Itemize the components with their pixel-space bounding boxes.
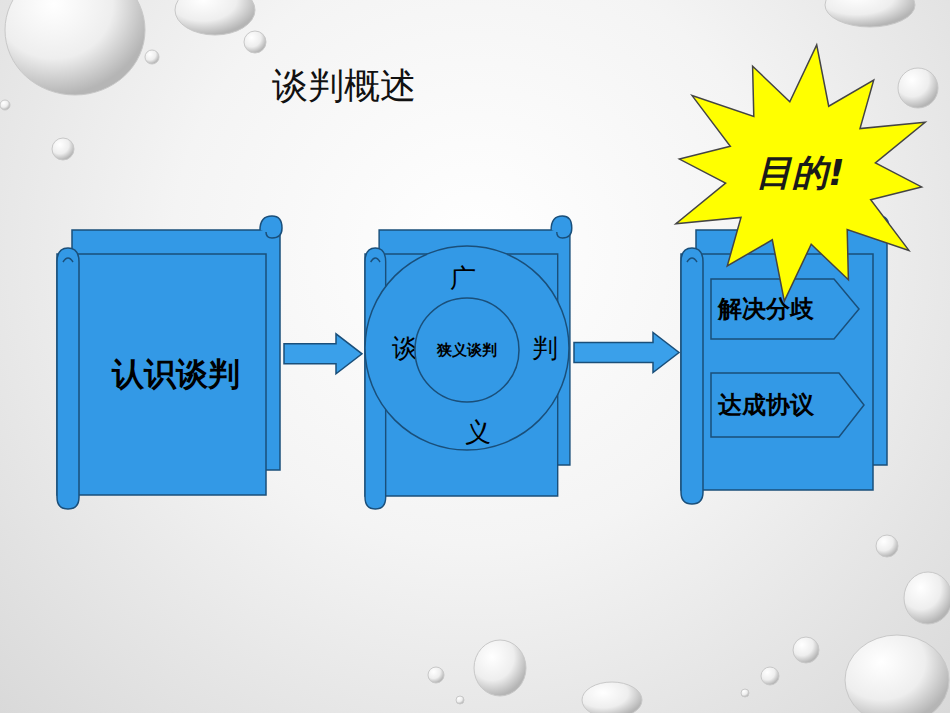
pentagon-fill [711,373,864,437]
inner-circle: 狭义谈判 [414,297,520,403]
block-arrow [574,333,679,373]
scroll-body [57,216,282,509]
star-fill [676,45,925,301]
node-label: 目的! [756,149,844,198]
arrow-tag: 达成协议 [710,372,865,438]
block-arrow [284,334,362,374]
slide-title: 谈判概述 [272,62,416,111]
outer-circle: 广谈 判义 狭义谈判 [364,245,570,451]
circle-character: 判 [532,331,558,366]
circle-character: 谈 [392,331,418,366]
starburst-callout: 目的! [663,42,938,304]
node-label: 认识谈判 [112,353,240,397]
node-label: 解决分歧 [718,293,814,325]
node-label: 狭义谈判 [437,341,497,360]
scroll-panel [365,216,572,509]
circle-character: 义 [465,415,491,450]
circle-character: 广 [450,261,476,296]
node-label: 达成协议 [718,389,814,421]
scroll-panel: 认识谈判 [57,222,280,497]
circle-fill [415,298,519,402]
circle-fill [365,246,569,450]
